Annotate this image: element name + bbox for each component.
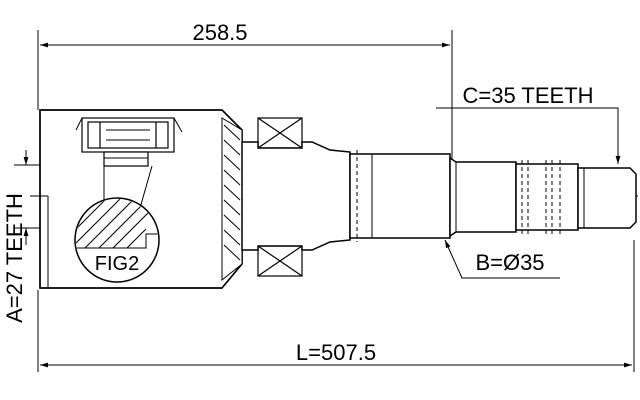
dimension-bottom — [37, 240, 635, 372]
fig2-hatch — [76, 199, 108, 231]
hatch-line — [223, 244, 241, 261]
shaft-grooves — [349, 150, 561, 242]
dimension-top — [37, 30, 453, 165]
shaft-spline — [515, 163, 579, 231]
dim-l-label: L=507.5 — [296, 340, 376, 365]
hatch-line — [223, 184, 241, 201]
fig2-hatch — [76, 199, 122, 245]
hatch-line — [223, 229, 241, 246]
fig2-section-shape — [76, 199, 158, 249]
leader-b — [444, 239, 560, 279]
cage-inner — [87, 121, 169, 149]
hatch-line — [223, 124, 241, 141]
hatch-line — [223, 214, 241, 231]
seal-x — [257, 245, 303, 277]
leader-c-line — [436, 107, 621, 164]
fig-leader-right — [139, 165, 153, 209]
shaft-section-1 — [349, 153, 451, 239]
dim-c-label: C=35 TEETH — [462, 83, 593, 108]
seal-x — [257, 117, 303, 149]
hatch-line — [223, 154, 241, 171]
dim-b-label: B=Ø35 — [475, 250, 544, 275]
shaft — [241, 141, 637, 251]
leader-b-line — [444, 239, 560, 279]
cage-stem — [103, 151, 149, 167]
housing-chamfer — [221, 117, 243, 282]
fig2-label: FIG2 — [95, 253, 139, 275]
bearing-cage — [75, 117, 183, 167]
fig2-detail — [74, 197, 160, 283]
shaft-neck — [241, 141, 351, 251]
shaft-section-2 — [449, 156, 517, 238]
housing-hatch — [221, 117, 243, 282]
hatch-line — [223, 139, 241, 156]
dim-top-label: 258.5 — [192, 20, 247, 45]
cage-chamfer-l — [75, 117, 83, 131]
shaft-tip — [577, 167, 637, 229]
hatch-line — [223, 199, 241, 216]
cage-chamfer-r — [173, 117, 183, 133]
dim-a-label: A=27 TEETH — [2, 193, 27, 323]
hatch-line — [223, 169, 241, 186]
shaft-solid-lines — [371, 154, 585, 238]
leader-c — [436, 107, 621, 164]
fig2-hatch — [84, 199, 136, 249]
fig2-hatch — [126, 228, 147, 249]
seal-ring — [257, 117, 303, 277]
